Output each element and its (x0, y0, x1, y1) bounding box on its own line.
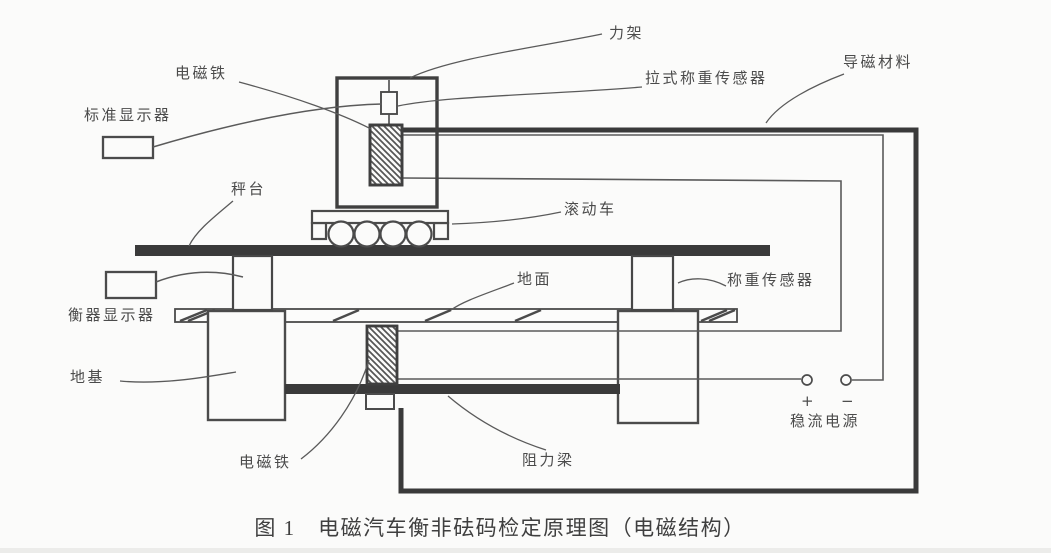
cart-wheels (327, 220, 433, 248)
terminal-minus (840, 374, 852, 386)
terminal-plus (801, 374, 813, 386)
wheel (379, 220, 407, 248)
wire-top-coil-to-bottom-coil (398, 177, 842, 332)
label-resistance-beam: 阻力梁 (522, 453, 575, 469)
label-foundation: 地基 (70, 370, 106, 386)
leader-foundation (119, 371, 237, 383)
plus-sign: + (801, 392, 814, 410)
ground-hatch-marks (179, 308, 736, 323)
wheel (327, 220, 355, 248)
label-standard-display: 标准显示器 (84, 108, 172, 124)
label-load-cell: 称重传感器 (727, 273, 815, 289)
label-force-frame: 力架 (609, 26, 645, 42)
label-electromagnet-bottom: 电磁铁 (239, 455, 292, 471)
leader-platform (188, 200, 234, 247)
label-ground: 地面 (517, 272, 553, 288)
foundation-block-left (206, 309, 287, 422)
leader-pull-load-cell (397, 86, 643, 107)
load-cell-column-right (630, 254, 675, 312)
figure-caption: 图 1 电磁汽车衡非砝码检定原理图（电磁结构） (254, 516, 746, 540)
leader-ground (450, 282, 515, 311)
resistance-beam-bar (285, 384, 620, 394)
wheel (405, 220, 433, 248)
cart-tab-right (432, 221, 450, 241)
wheel (353, 220, 381, 248)
minus-sign: − (841, 392, 854, 410)
label-magnetic-material: 导磁材料 (843, 55, 914, 71)
leader-resistance-beam (447, 395, 547, 451)
magnetic-yoke-path (398, 127, 919, 494)
scale-display-box (104, 270, 158, 300)
label-rolling-cart: 滚动车 (564, 202, 617, 218)
leader-force-frame (409, 33, 603, 79)
leader-load-cell (677, 278, 727, 287)
pull-load-cell-box (380, 91, 398, 115)
label-electromagnet-top: 电磁铁 (175, 66, 228, 82)
load-cell-column-left (231, 254, 274, 312)
cart-tab-left (310, 221, 328, 241)
scale-display-cable (155, 271, 244, 283)
leader-electromagnet-bottom (300, 359, 370, 460)
top-electromagnet (368, 123, 404, 187)
label-pull-load-cell: 拉式称重传感器 (645, 71, 768, 87)
label-power-supply: 稳流电源 (790, 414, 861, 430)
leader-magnetic-material (765, 73, 845, 124)
label-platform: 秤台 (231, 182, 267, 198)
ground-band (174, 308, 738, 323)
wire-top-coil-to-minus (403, 134, 884, 381)
label-scale-display: 衡器显示器 (68, 308, 156, 324)
force-frame (335, 76, 439, 209)
bottom-electromagnet (365, 324, 399, 386)
leader-rolling-cart (451, 211, 562, 225)
leader-electromagnet-top (238, 81, 372, 130)
page-edge-shadow (0, 548, 1051, 553)
bottom-electromagnet-pole (365, 393, 395, 410)
standard-display-box (101, 135, 155, 160)
foundation-block-right (616, 309, 700, 425)
standard-display-cable (152, 103, 383, 148)
scale-platform-bar (135, 245, 770, 256)
rolling-cart-bracket (310, 209, 450, 225)
